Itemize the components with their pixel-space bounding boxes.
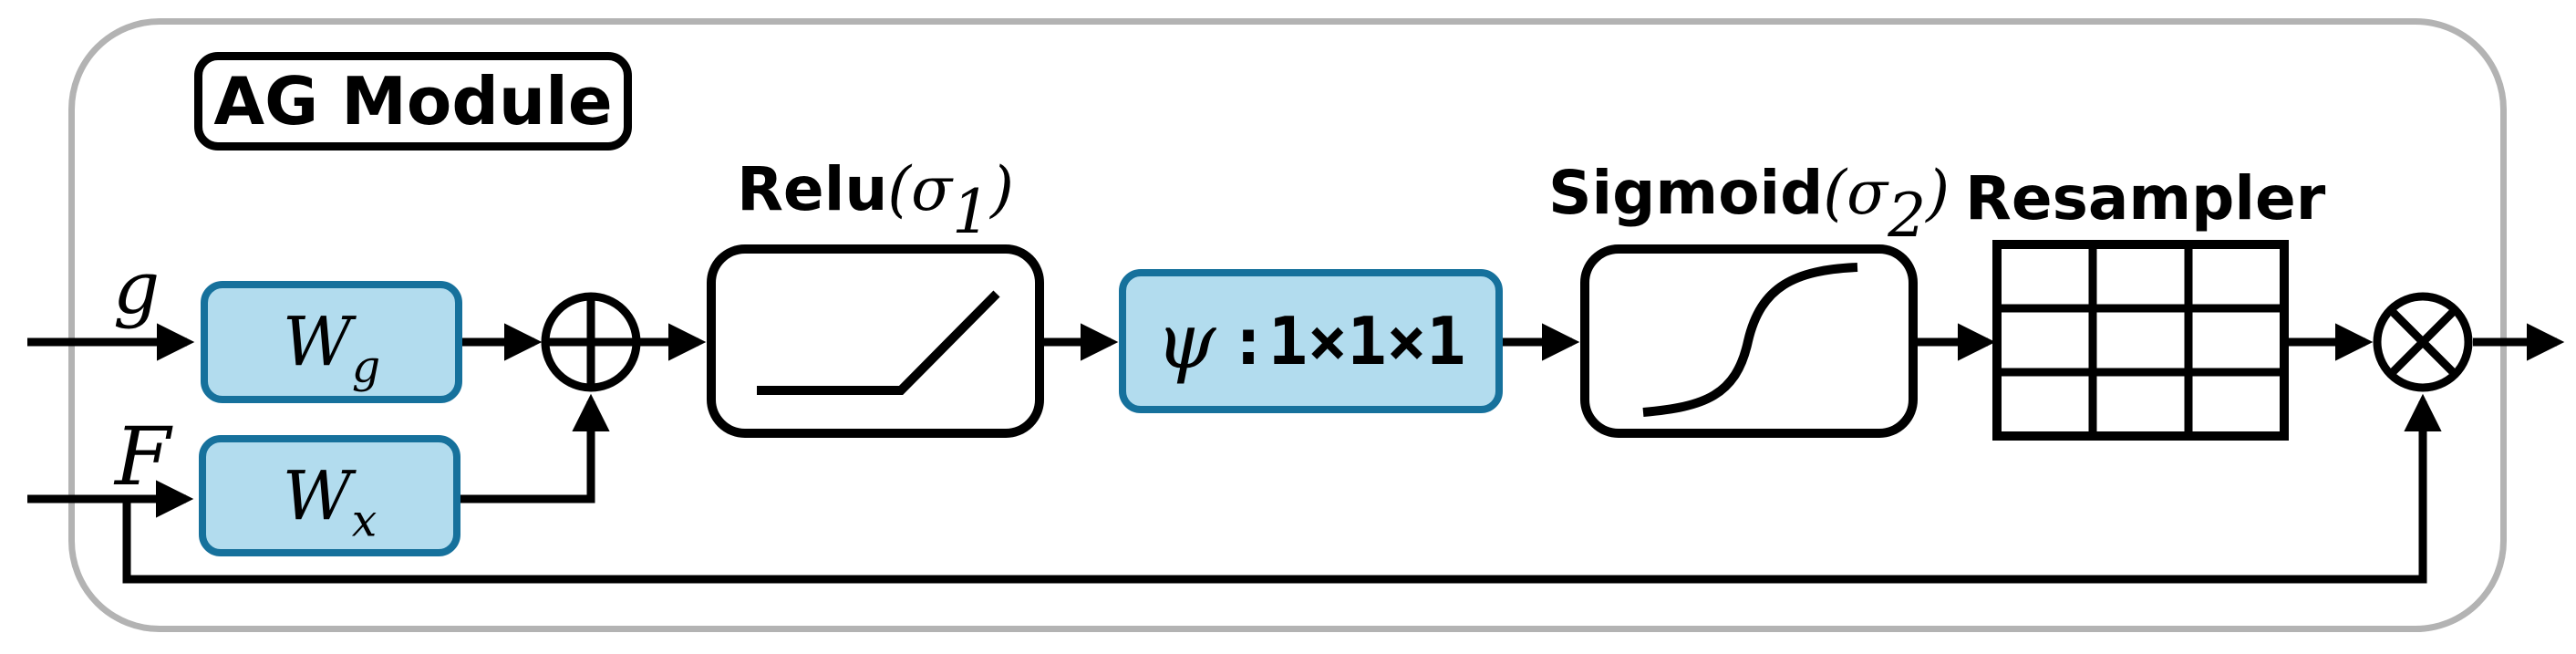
wx-block: Wx [199,435,460,556]
sigmoid-label: Sigmoid(σ2) [1548,158,1950,252]
input-label-F: F [115,410,171,503]
wg-label: Wg [282,303,381,393]
module-boundary [68,18,2507,632]
psi-dims: :1×1×1 [1228,303,1466,379]
input-label-g: g [113,245,160,330]
wg-block: Wg [201,281,462,403]
psi-conv-block: ψ :1×1×1 [1119,269,1503,413]
relu-label: Relu(σ1) [737,154,1014,248]
psi-symbol: ψ [1155,296,1216,386]
module-title: AG Module [213,63,613,140]
module-title-box: AG Module [194,52,632,151]
resampler-label: Resampler [1965,163,2326,234]
relu-block [707,244,1044,438]
sigmoid-block [1580,244,1918,438]
wx-label: Wx [282,456,378,547]
